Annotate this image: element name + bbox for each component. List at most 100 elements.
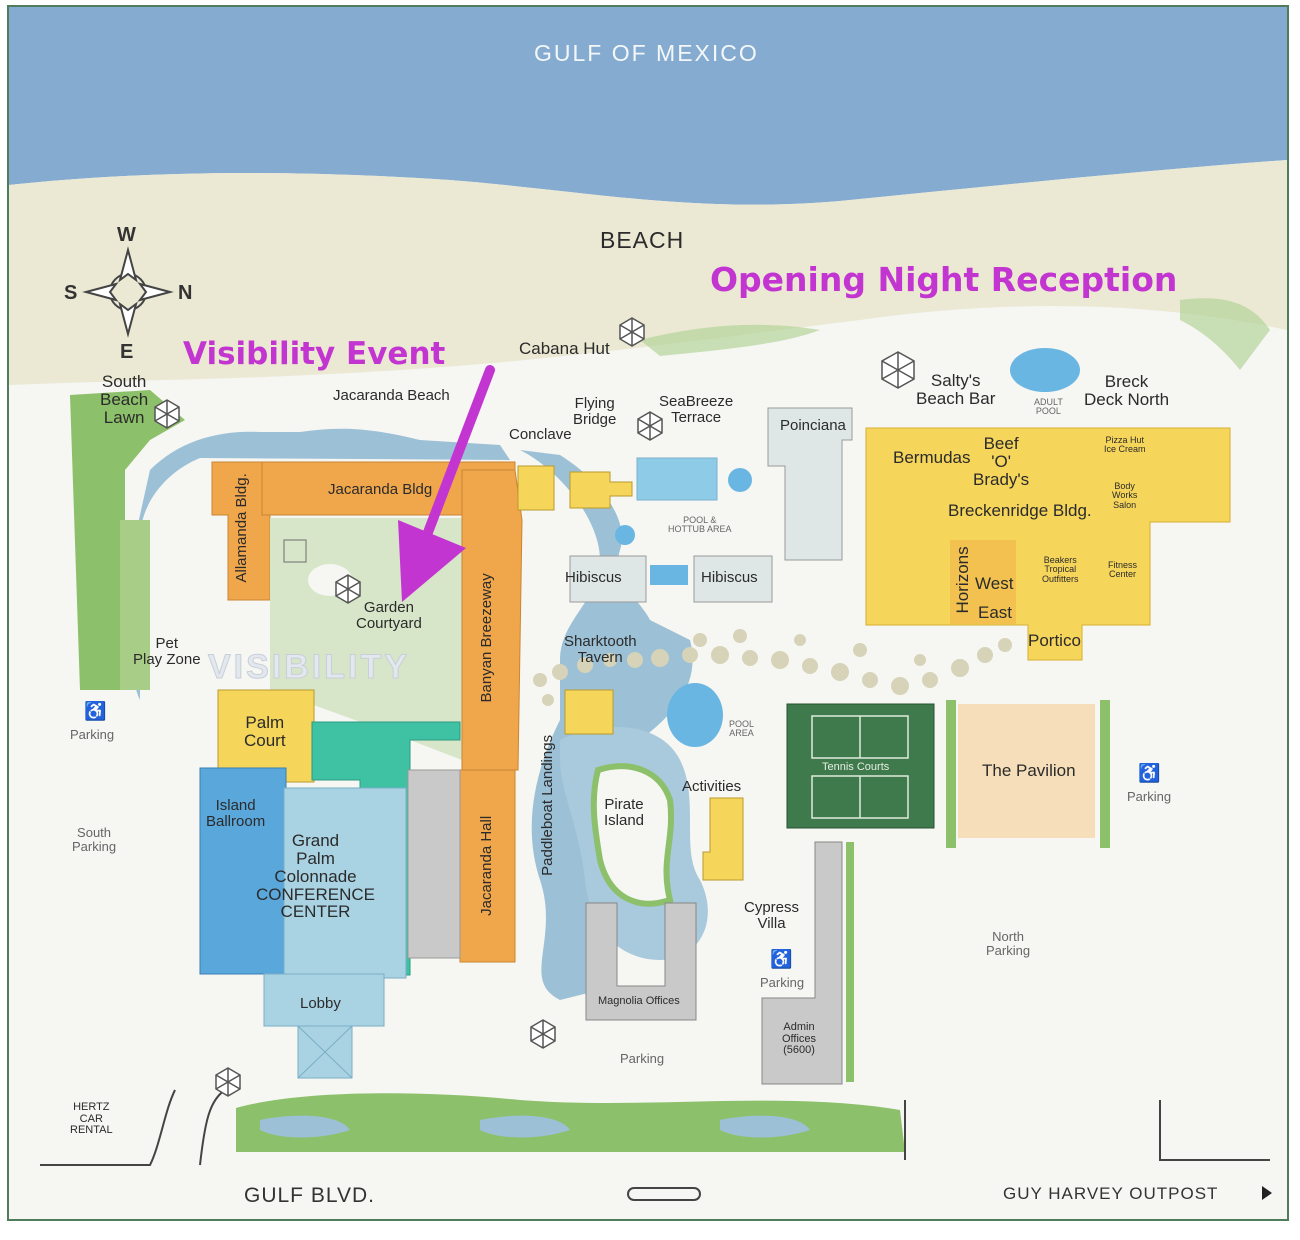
conclave-building[interactable] (517, 465, 555, 511)
beakers-label[interactable]: Beakers Tropical Outfitters (1042, 555, 1079, 584)
hibiscus-west-building[interactable] (569, 555, 647, 603)
activities-building[interactable] (702, 797, 744, 881)
pool-area-label: POOL AREA (729, 719, 755, 739)
north-parking-label[interactable]: North Parking (986, 929, 1031, 958)
island-ballroom-building[interactable] (199, 767, 287, 975)
admin-offices-building[interactable] (761, 841, 843, 1085)
conclave-label[interactable]: Conclave (509, 426, 572, 443)
allamanda-label[interactable]: Allamanda Bldg. (233, 473, 251, 583)
stepping-stone-path (533, 629, 1012, 706)
south-parking-label[interactable]: South Parking (72, 825, 117, 854)
jacaranda-hall-building[interactable] (459, 769, 516, 963)
sharktooth-tavern-building[interactable] (564, 689, 614, 735)
saltys-beach-bar-label[interactable]: Salty's Beach Bar (916, 371, 996, 408)
magnolia-offices-label[interactable]: Magnolia Offices (598, 995, 680, 1007)
west-label[interactable]: West (975, 574, 1014, 593)
pool-round-2 (615, 525, 635, 545)
magnolia-offices-building[interactable] (585, 902, 697, 1021)
accessible-parking-icon-west: ♿ (84, 701, 107, 721)
parking-bottom-label[interactable]: Parking (620, 1051, 665, 1066)
parking-east-label[interactable]: Parking (1127, 789, 1172, 804)
pavilion-label[interactable]: The Pavilion (982, 761, 1076, 780)
visibility-event-arrow (398, 365, 495, 602)
palm-court-label[interactable]: Palm Court (244, 713, 286, 750)
admin-offices-label[interactable]: Admin Offices (5600) (782, 1021, 817, 1057)
breckenridge-label[interactable]: Breckenridge Bldg. (948, 501, 1092, 520)
horizons-label[interactable]: Horizons (953, 546, 973, 614)
pizza-hut-label[interactable]: Pizza Hut Ice Cream (1104, 435, 1146, 455)
grand-palm-colonnade-building[interactable] (283, 787, 407, 979)
guy-harvey-arrow[interactable] (1262, 1186, 1272, 1200)
jacaranda-bldg-label[interactable]: Jacaranda Bldg (328, 481, 433, 498)
breck-deck-north-label[interactable]: Breck Deck North (1084, 372, 1170, 409)
east-label[interactable]: East (978, 603, 1013, 622)
beef-o-bradys-label[interactable]: Beef 'O' Brady's (973, 434, 1030, 489)
dune-vegetation (640, 324, 820, 356)
opening-night-reception-label: Opening Night Reception (710, 260, 1178, 299)
flying-bridge-building[interactable] (569, 471, 633, 509)
courtyard-grid (283, 539, 307, 563)
parking-hex-icon (530, 1019, 556, 1049)
compass-rose (82, 246, 174, 338)
hibiscus-east-label[interactable]: Hibiscus (701, 569, 758, 586)
visibility-sign: VISIBILITY (208, 648, 410, 686)
pool-round-1 (728, 468, 752, 492)
pavilion-building[interactable] (958, 704, 1095, 838)
adult-pool (1010, 348, 1080, 392)
accessible-parking-icon-mid: ♿ (770, 949, 793, 969)
garden-courtyard-icon (335, 574, 361, 604)
banyan-breezeway[interactable] (461, 469, 523, 771)
greenbelt-ponds (260, 1115, 810, 1138)
parking-mid-label[interactable]: Parking (760, 975, 805, 990)
beach-label: BEACH (600, 227, 685, 253)
pet-play-zone-label[interactable]: Pet Play Zone (133, 635, 201, 668)
island-ballroom-label[interactable]: Island Ballroom (206, 797, 266, 830)
bermudas-label[interactable]: Bermudas (893, 448, 971, 467)
conference-center-label[interactable]: Grand Palm Colonnade CONFERENCE CENTER (256, 831, 376, 922)
cypress-villa-label[interactable]: Cypress Villa (744, 899, 800, 932)
body-works-label[interactable]: Body Works Salon (1112, 481, 1138, 510)
activities-label[interactable]: Activities (682, 778, 742, 795)
hibiscus-west-label[interactable]: Hibiscus (565, 569, 622, 586)
gulf-blvd-label[interactable]: GULF BLVD. (244, 1184, 375, 1207)
beach-sand (9, 160, 1287, 385)
admin-hedge (846, 842, 854, 1082)
paddleboat-landings-label[interactable]: Paddleboat Landings (539, 734, 557, 876)
sharktooth-tavern-label[interactable]: Sharktooth Tavern (564, 633, 637, 666)
poinciana-label[interactable]: Poinciana (780, 417, 846, 434)
portico-label[interactable]: Portico (1028, 631, 1081, 650)
hertz-car-rental-label[interactable]: HERTZ CAR RENTAL (70, 1101, 113, 1137)
pool-hottub-label: POOL & HOTTUB AREA (668, 515, 732, 535)
palm-court-building[interactable] (217, 689, 315, 783)
pavilion-hedge-right (1100, 700, 1110, 848)
hexagon-icons (154, 317, 915, 1097)
pirate-island-label[interactable]: Pirate Island (604, 796, 645, 829)
pool-small (650, 565, 688, 585)
seabreeze-terrace-icon (637, 411, 663, 441)
cabana-hut-label[interactable]: Cabana Hut (519, 339, 610, 358)
pool-main (636, 457, 718, 501)
banyan-breezeway-label[interactable]: Banyan Breezeway (478, 573, 496, 703)
parking-west-label[interactable]: Parking (70, 727, 115, 742)
green-border-west (120, 520, 150, 690)
lobby-building[interactable] (263, 973, 385, 1027)
flying-bridge-label[interactable]: Flying Bridge (573, 395, 617, 428)
saltys-beach-bar-icon (881, 351, 915, 389)
poinciana-building[interactable] (767, 407, 853, 561)
dune-vegetation-2 (1180, 298, 1270, 370)
lobby-label[interactable]: Lobby (300, 995, 341, 1012)
pavilion-hedge-left (946, 700, 956, 848)
jacaranda-beach-label[interactable]: Jacaranda Beach (333, 387, 450, 404)
garden-courtyard-label[interactable]: Garden Courtyard (356, 599, 422, 632)
accessible-parking-icon-east: ♿ (1138, 763, 1161, 783)
tennis-courts-label[interactable]: Tennis Courts (822, 761, 890, 773)
hibiscus-east-building[interactable] (693, 555, 773, 603)
south-beach-lawn-label[interactable]: South Beach Lawn (100, 372, 149, 427)
conference-gray-wing (407, 769, 461, 959)
seabreeze-terrace-label[interactable]: SeaBreeze Terrace (659, 393, 734, 426)
guy-harvey-outpost-label[interactable]: GUY HARVEY OUTPOST (1003, 1184, 1219, 1203)
fitness-center-label[interactable]: Fitness Center (1108, 560, 1138, 580)
jacaranda-hall-label[interactable]: Jacaranda Hall (478, 815, 496, 916)
visibility-event-label: Visibility Event (183, 336, 446, 372)
